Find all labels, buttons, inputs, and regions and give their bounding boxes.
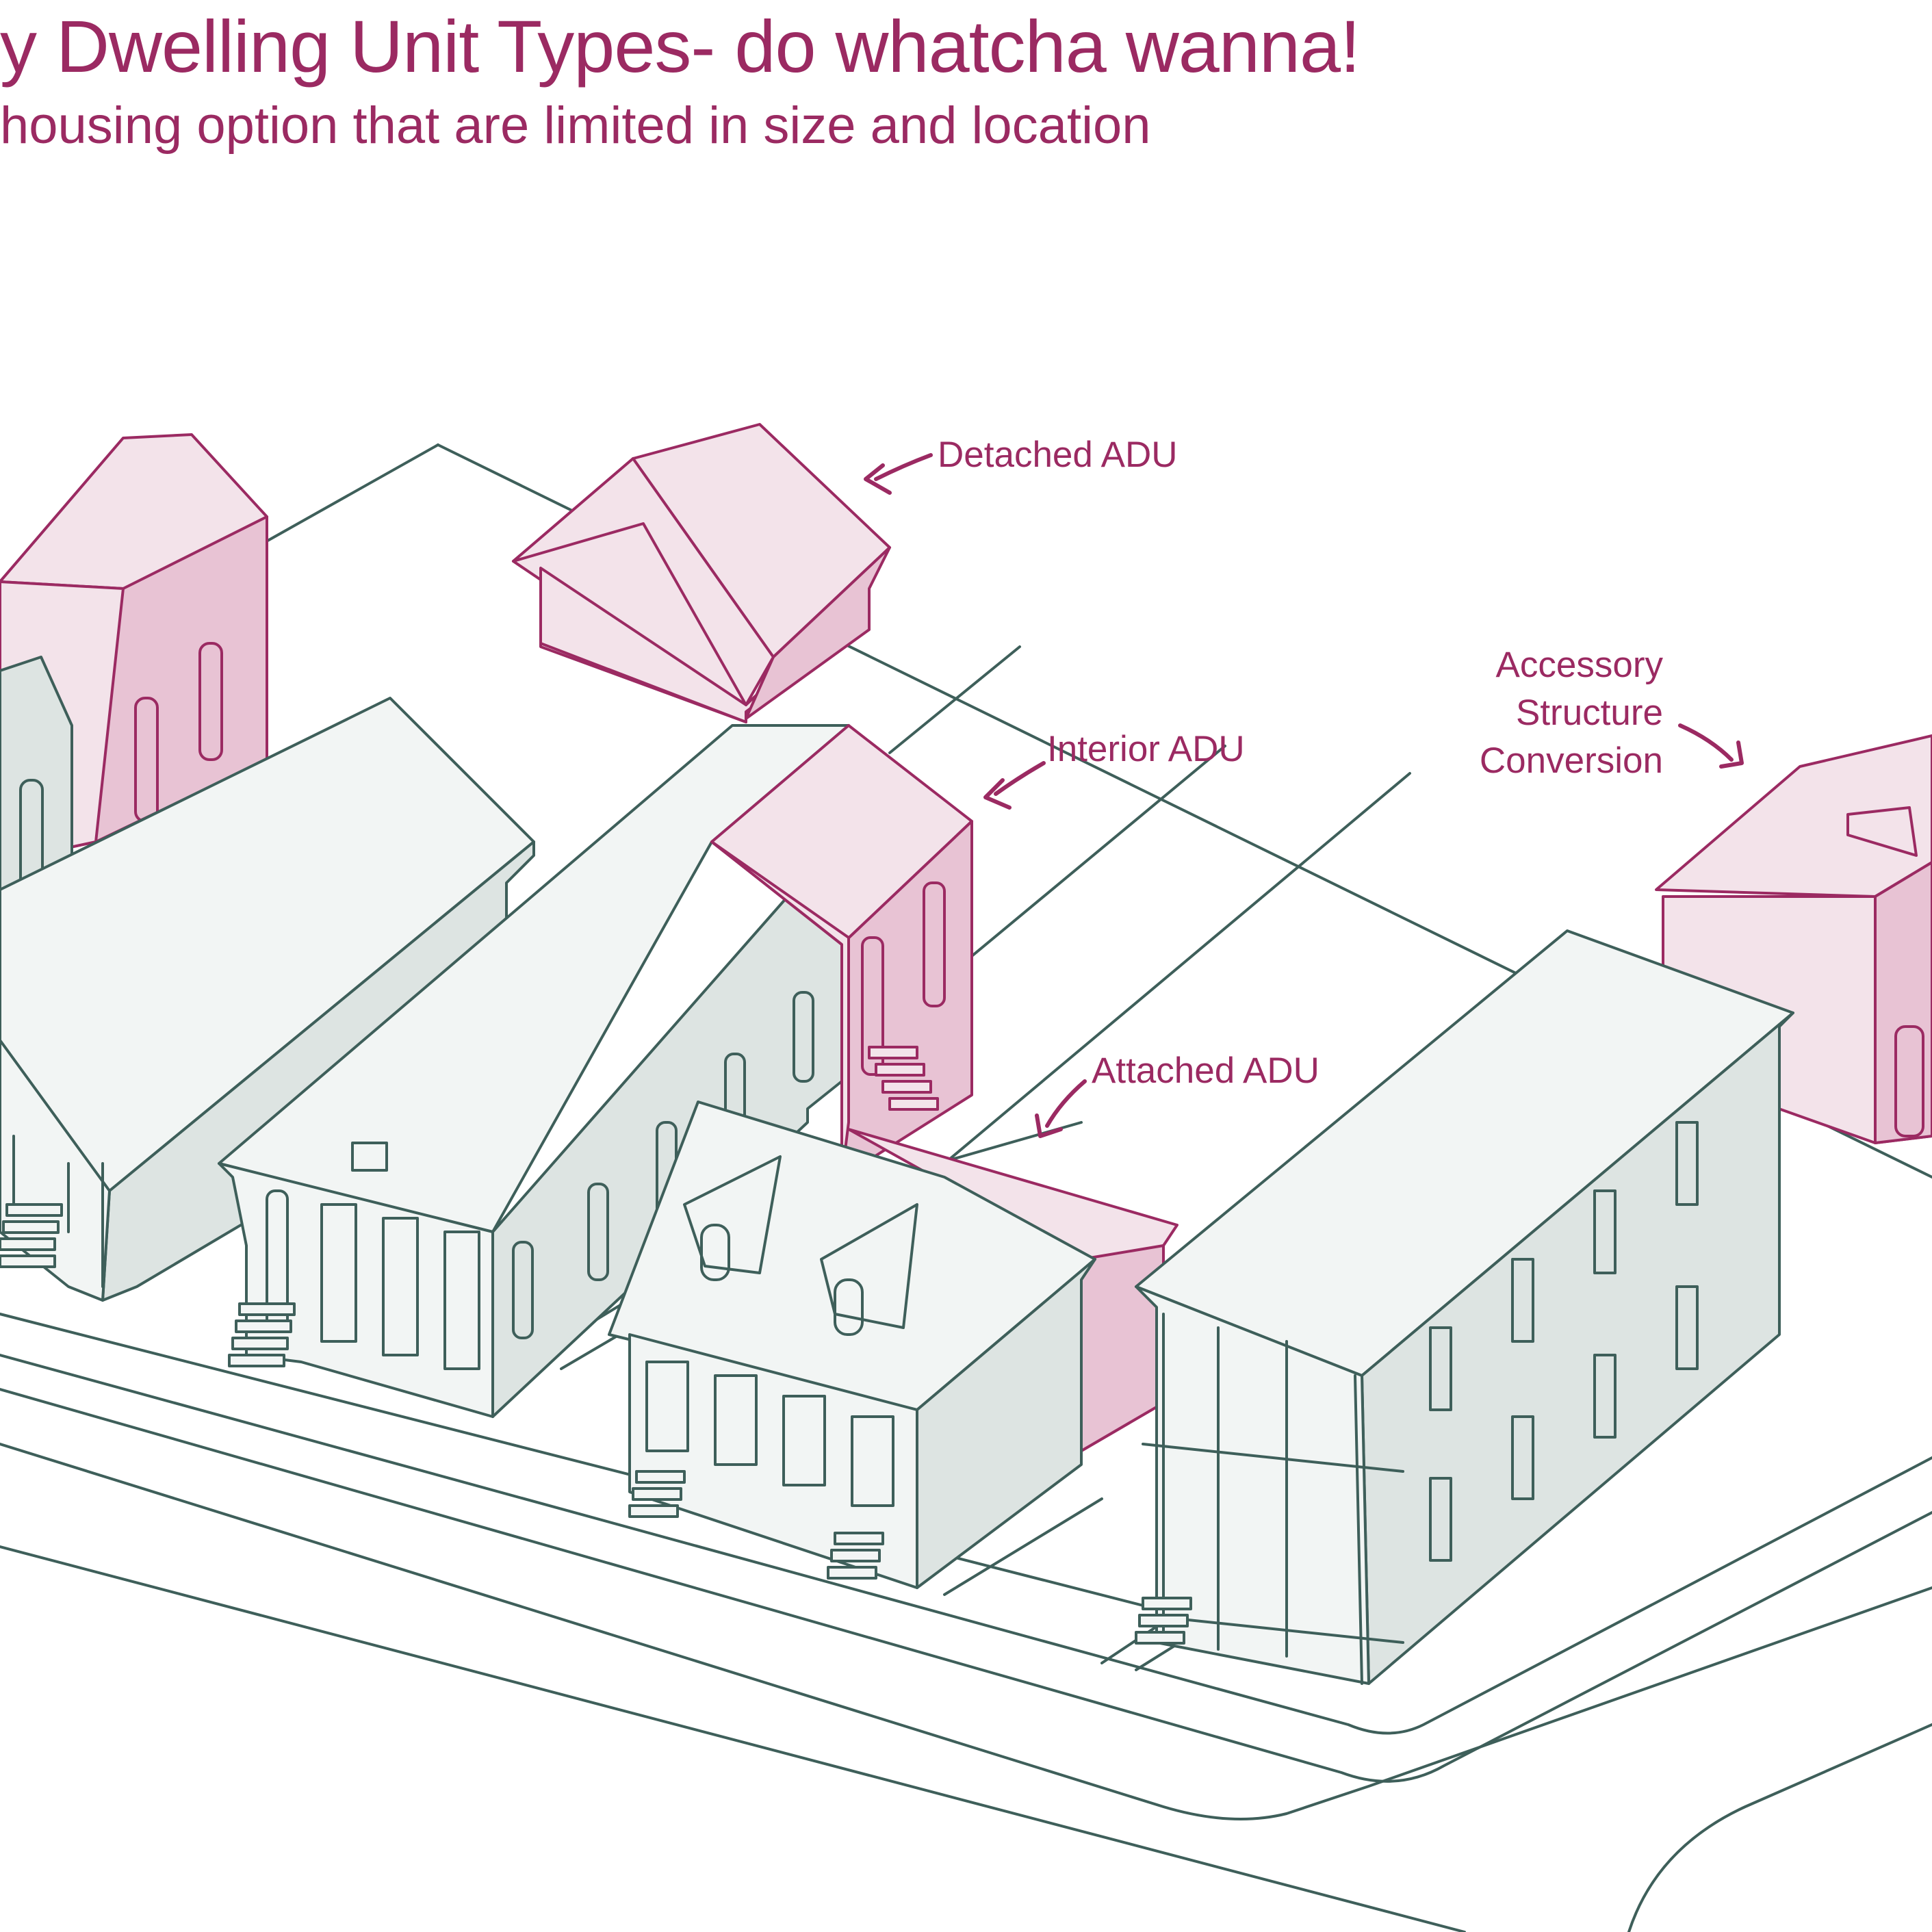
shotgun-house-interior-adu: [218, 724, 850, 1418]
accessory-arrow: [1678, 723, 1744, 769]
page-title: y Dwelling Unit Types- do whatcha wanna!: [0, 5, 1361, 88]
corner-gallery-house: [1135, 929, 1794, 1685]
accessory-label-line3: Conversion: [1479, 740, 1663, 781]
accessory-label-line2: Structure: [1515, 693, 1663, 733]
attached-arrow: [1035, 1079, 1087, 1138]
page-subtitle: housing option that are limited in size …: [0, 96, 1151, 155]
creole-cottage: [608, 1100, 1096, 1589]
interior-adu-label: Interior ADU: [1047, 729, 1245, 769]
accessory-label-line1: Accessory: [1495, 645, 1663, 685]
callout-arrows: [864, 453, 1744, 1138]
interior-arrow: [983, 761, 1046, 810]
detached-arrow: [864, 453, 933, 495]
detached-adu-label: Detached ADU: [938, 435, 1178, 475]
attached-adu-label: Attached ADU: [1092, 1051, 1319, 1091]
detached-adu-building[interactable]: [512, 423, 891, 723]
shotgun-house-1: [0, 697, 535, 1302]
